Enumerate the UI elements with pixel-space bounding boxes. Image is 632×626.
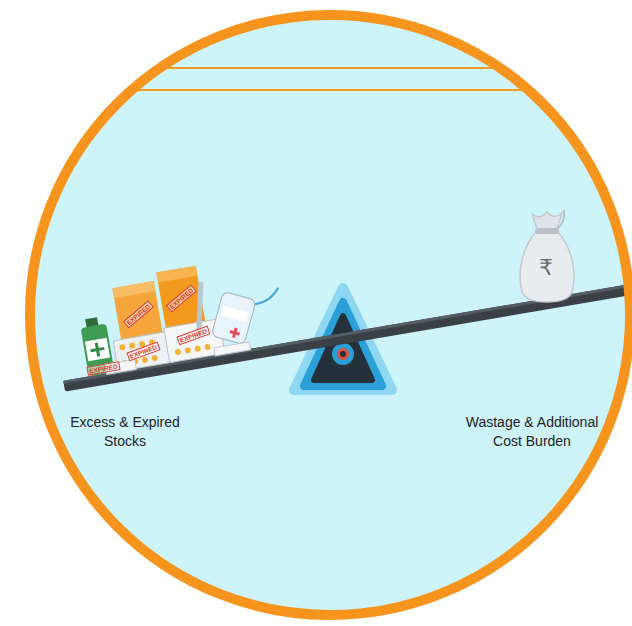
pivot-center	[337, 348, 349, 360]
bottle-label	[85, 338, 110, 361]
expired-stamp: EXPIRED	[123, 300, 154, 328]
expired-stamp: EXPIRED	[166, 285, 197, 313]
expired-stamp: EXPIRED	[176, 325, 210, 345]
cost-caption: Wastage & Additional Cost Burden	[452, 413, 612, 451]
box-lid	[156, 266, 197, 283]
seesaw	[48, 194, 632, 392]
cross	[89, 341, 105, 357]
rupee-symbol: ₹	[539, 256, 553, 280]
expired-stamp: EXPIRED	[87, 361, 121, 376]
shelf-line	[130, 67, 540, 69]
strip	[214, 342, 251, 356]
box-lid	[112, 281, 155, 298]
pivot-dot	[340, 351, 346, 357]
pivot-ring	[332, 343, 354, 365]
expired-stamp: EXPIRED	[126, 342, 160, 362]
circle-border	[30, 15, 630, 615]
iv-bag	[211, 274, 278, 349]
stock-caption: Excess & Expired Stocks	[55, 413, 195, 451]
money-bag	[520, 210, 574, 302]
fulcrum-inner	[314, 316, 372, 380]
shelf-line	[130, 89, 540, 91]
